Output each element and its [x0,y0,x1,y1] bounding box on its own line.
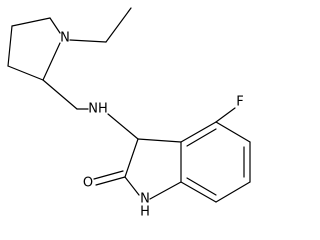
bond-pyrrolidine-c2-c3 [7,65,44,81]
bond-carbonyl-2 [93,170,124,180]
atom-label-nh-amine: NH [88,102,108,117]
atom-label-o: O [83,176,93,191]
bond-inner-c3a-c4 [186,128,217,147]
bond-pyrrolidine-c5-n [49,17,61,34]
bond-pyrrolidine-c4-c5 [11,17,51,27]
bond-pyrrolidine-c3-c4 [7,25,13,67]
bond-n-ethyl-ch2 [69,39,107,43]
bond-c2-n1 [124,176,140,196]
atom-label-h-indole: H [140,205,150,220]
atom-label-n-indole: N [140,192,150,207]
bond-nh-c3 [107,113,139,140]
bond-c5-f [215,107,236,123]
bond-n1-c7a [149,181,182,200]
bond-c2-ch2-linker [42,79,78,110]
bond-c7-c7a [180,181,217,203]
bond-c3-c2-carbonyl [124,138,139,178]
molecule-structure: N NH F O H N [7,7,251,220]
bond-pyrrolidine-n-c2 [42,42,61,81]
bond-c6-c7 [215,181,251,203]
bond-ethyl-ch2-ch3 [105,7,132,43]
bond-inner-c7-c7a [186,177,217,196]
bond-carbonyl-1 [95,176,126,186]
atom-label-n-ring: N [60,31,70,46]
bond-c3a-c4 [180,121,217,143]
bond-c3a-c3 [137,138,182,143]
bond-c4-c5 [215,121,251,143]
atom-label-f: F [236,95,243,110]
